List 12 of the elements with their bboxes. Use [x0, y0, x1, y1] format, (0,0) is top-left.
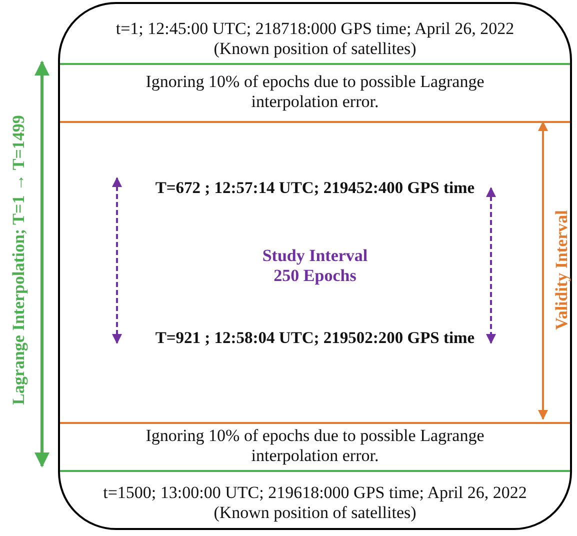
interval-label: Validity Interval — [552, 210, 572, 330]
time-text: t=1500; 13:00:00 UTC; 219618:000 GPS time; April 26, 2022 — [103, 483, 527, 503]
interval-text: Study Interval 250 Epochs — [261, 246, 369, 286]
time-text: t=1; 12:45:00 UTC; 218718:000 GPS time; April 26, 2022 — [116, 19, 514, 39]
note-text: Ignoring 10% of epochs due to possible Lagrange interpolation error. — [144, 426, 486, 466]
note-text: (Known position of satellites) — [214, 39, 416, 59]
range-label: Lagrange Interpolation; T=1 → T=1499 — [8, 115, 29, 405]
time-text: T=921 ; 12:58:04 UTC; 219502:200 GPS time — [155, 328, 475, 348]
rounded-frame — [58, 2, 572, 530]
time-text: T=672 ; 12:57:14 UTC; 219452:400 GPS time — [155, 178, 475, 198]
note-text: Ignoring 10% of epochs due to possible Lagrange interpolation error. — [144, 72, 486, 112]
note-text: (Known position of satellites) — [214, 503, 416, 523]
